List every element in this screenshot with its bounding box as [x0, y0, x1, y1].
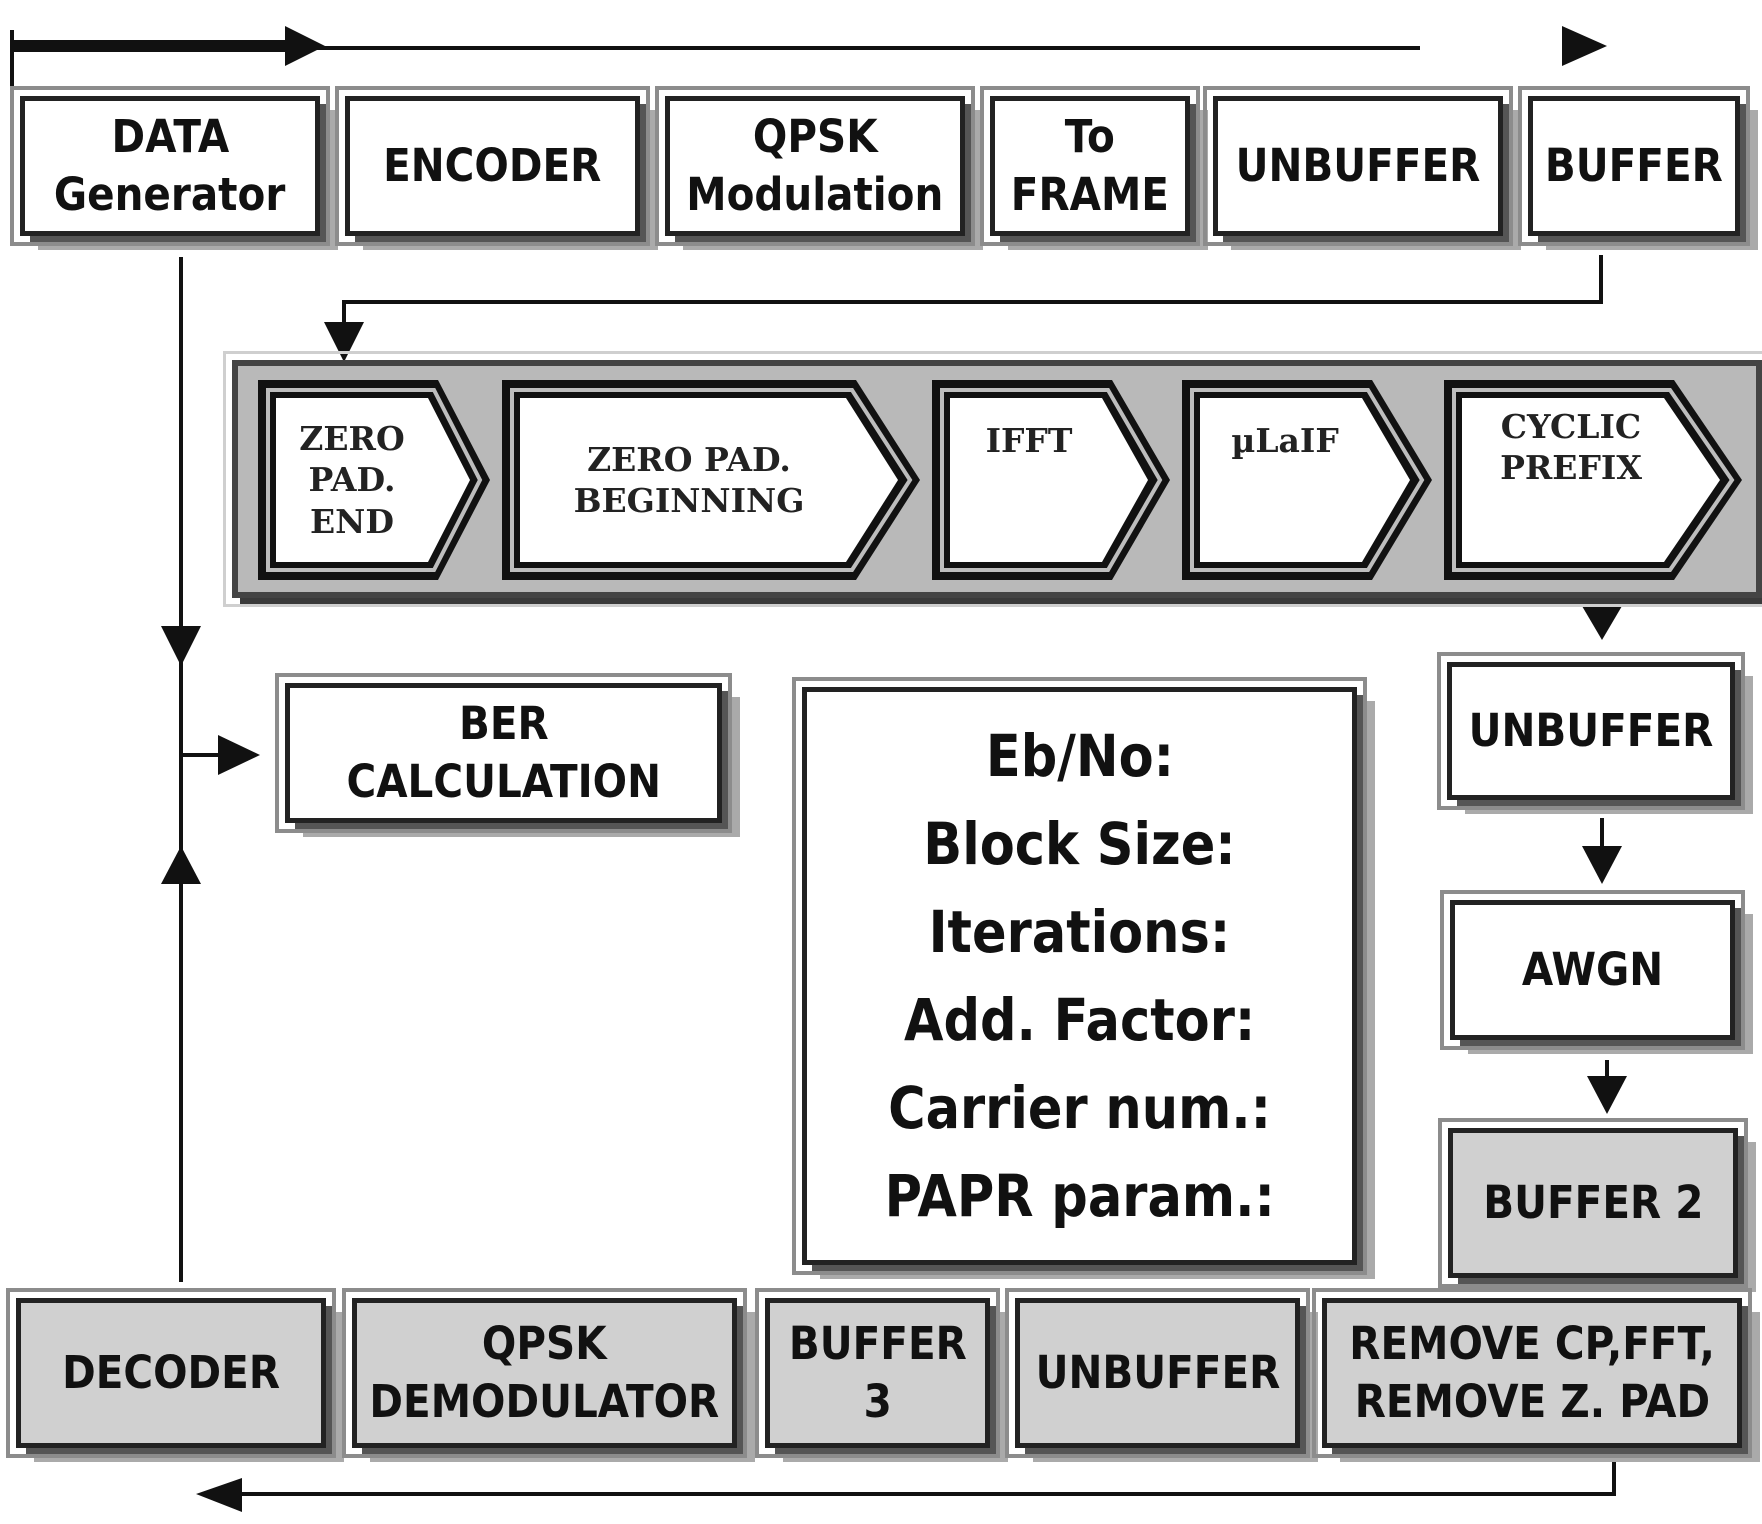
decoder-block: DECODER	[6, 1288, 336, 1458]
block-label: BER	[458, 697, 549, 751]
data-generator-block: DATA Generator	[10, 86, 330, 246]
remove-cp-fft-block: REMOVE CP,FFT, REMOVE Z. PAD	[1312, 1288, 1752, 1458]
qpsk-modulation-block: QPSK Modulation	[655, 86, 975, 246]
ofdm-to-unbuffer-arrow	[1582, 606, 1622, 640]
block-label: DECODER	[62, 1346, 280, 1400]
ber-input-arrow	[179, 660, 260, 880]
awgn-to-buffer2-arrow	[1587, 1060, 1627, 1114]
receiver-return-arrow	[196, 1458, 1616, 1512]
block-label: DEMODULATOR	[369, 1375, 720, 1428]
mulaif-stage: µLaIF	[1182, 380, 1432, 580]
stage-label: IFFT	[985, 421, 1073, 460]
encoder-block: ENCODER	[335, 86, 650, 246]
unbuffer-to-awgn-arrow	[1582, 818, 1622, 884]
to-frame-block: To FRAME	[980, 86, 1200, 246]
block-label: Generator	[54, 168, 286, 221]
block-label: ENCODER	[383, 139, 602, 193]
parameter-label: Carrier num.:	[888, 1074, 1271, 1143]
buffer-2-block: BUFFER 2	[1438, 1118, 1748, 1288]
cyclic-prefix-stage: CYCLIC PREFIX	[1444, 380, 1742, 580]
zero-pad-end-stage: ZERO PAD. END	[258, 380, 490, 580]
chevron-arrow-icon	[258, 380, 490, 580]
chevron-arrow-icon	[1182, 380, 1432, 580]
stage-label: PREFIX	[1500, 448, 1642, 488]
block-label: REMOVE CP,FFT,	[1349, 1317, 1715, 1371]
stage-label: µLaIF	[1231, 421, 1339, 460]
channel-unbuffer-block: UNBUFFER	[1437, 652, 1745, 810]
block-label: 3	[863, 1375, 892, 1428]
qpsk-demodulator-block: QPSK DEMODULATOR	[342, 1288, 747, 1458]
block-label: DATA	[111, 110, 229, 164]
buffer-block: BUFFER	[1518, 86, 1750, 246]
stage-label: BEGINNING	[573, 481, 805, 520]
block-label: Modulation	[686, 168, 944, 221]
block-label: AWGN	[1521, 943, 1664, 997]
buffer-to-ofdm-arrow	[324, 255, 1603, 362]
chevron-arrow-icon	[932, 380, 1170, 580]
awgn-block: AWGN	[1440, 890, 1745, 1050]
top-flow-arrow	[10, 26, 1607, 92]
block-label: BUFFER	[1545, 139, 1723, 193]
stage-label: PAD.	[308, 460, 396, 500]
buffer-3-block: BUFFER 3	[755, 1288, 1000, 1458]
parameter-label: Iterations:	[928, 897, 1231, 966]
stage-label: ZERO PAD.	[587, 439, 791, 479]
block-label: UNBUFFER	[1035, 1346, 1280, 1400]
block-label: UNBUFFER	[1235, 139, 1481, 193]
block-label: UNBUFFER	[1468, 704, 1714, 758]
stage-label: END	[310, 501, 394, 541]
chevron-arrow-icon	[1444, 380, 1742, 580]
block-label: QPSK	[752, 110, 878, 164]
stage-label: CYCLIC	[1500, 407, 1642, 446]
zero-pad-beginning-stage: ZERO PAD. BEGINNING	[502, 380, 920, 580]
data-generator-down-line	[161, 257, 201, 666]
decoder-up-line	[161, 846, 201, 1282]
receiver-unbuffer-block: UNBUFFER	[1005, 1288, 1310, 1458]
parameter-label: Add. Factor:	[903, 986, 1256, 1054]
parameter-label: Eb/No:	[985, 721, 1174, 790]
chevron-arrow-icon	[502, 380, 920, 580]
block-label: FRAME	[1010, 168, 1170, 221]
block-label: REMOVE Z. PAD	[1354, 1375, 1710, 1428]
block-label: CALCULATION	[346, 755, 661, 808]
parameter-label: Block Size:	[923, 809, 1236, 878]
unbuffer-block: UNBUFFER	[1203, 86, 1513, 246]
block-label: BUFFER	[788, 1317, 967, 1371]
parameters-panel: Eb/No: Block Size: Iterations: Add. Fact…	[792, 677, 1367, 1275]
block-label: BUFFER 2	[1482, 1176, 1704, 1230]
stage-label: ZERO	[299, 419, 405, 459]
block-label: To	[1064, 110, 1116, 164]
block-label: QPSK	[482, 1317, 607, 1371]
ifft-stage: IFFT	[932, 380, 1170, 580]
parameter-label: PAPR param.:	[884, 1162, 1275, 1231]
ber-calculation-block: BER CALCULATION	[275, 673, 732, 833]
